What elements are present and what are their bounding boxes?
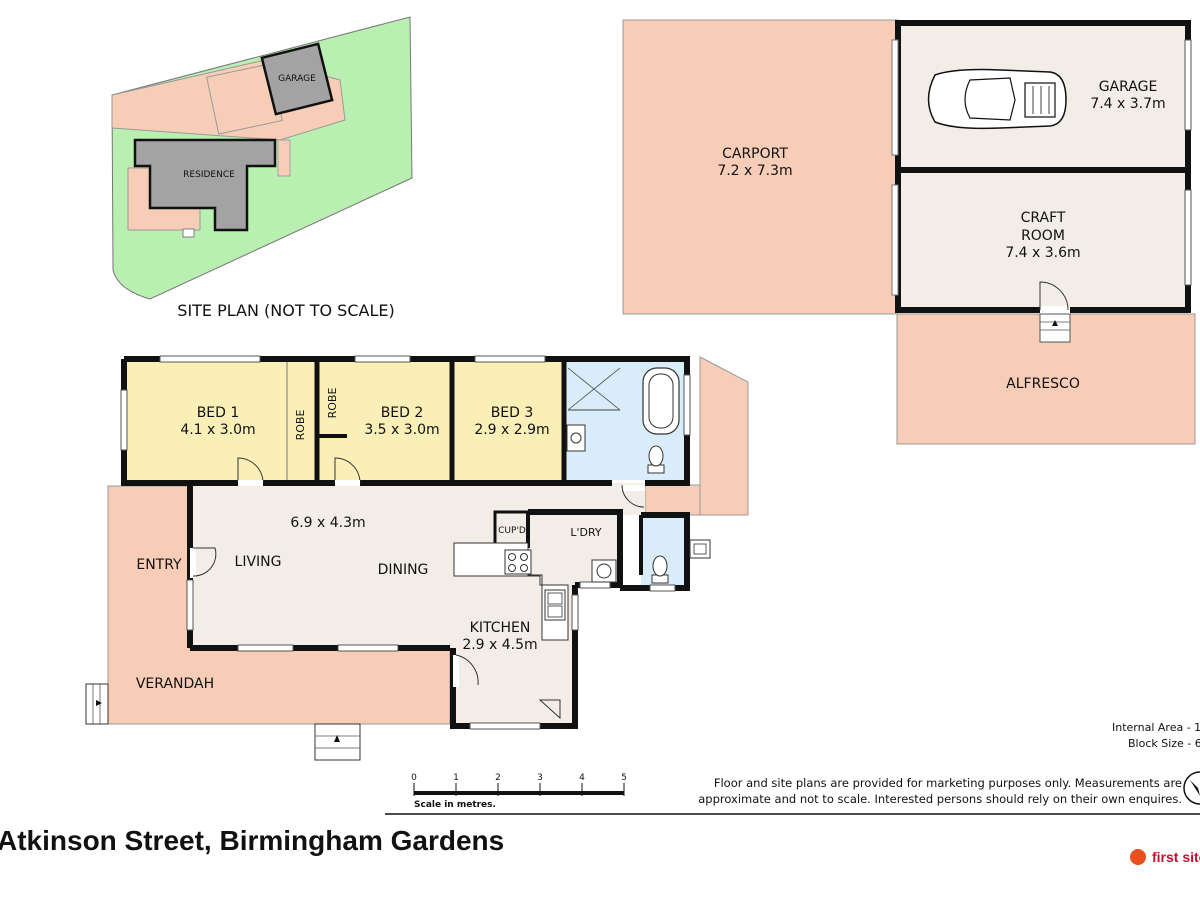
site-side-path [277,139,291,177]
living-size: 6.9 x 4.3m [290,515,365,531]
carport-name: CARPORT [722,146,788,162]
site-garage [260,42,334,116]
scale-tick-5: 5 [621,773,627,783]
craft-name-2: ROOM [1021,228,1065,244]
garage-size: 7.4 x 3.7m [1090,96,1165,112]
kitchen-size: 2.9 x 4.5m [462,637,537,653]
craft-name-1: CRAFT [1021,210,1066,226]
bed2-room [347,362,452,480]
sliding-door [337,644,399,652]
site-residence-label: RESIDENCE [183,170,235,180]
site-garage-label: GARAGE [278,74,316,84]
stove-icon [504,549,532,575]
bed2-name: BED 2 [381,405,424,421]
craft-size: 7.4 x 3.6m [1005,245,1080,261]
scale-tick-0: 0 [411,773,417,783]
side-landing [644,484,701,516]
robe1-room [287,362,317,480]
robe2-label: ROBE [326,388,339,419]
outdoor-sink-icon [689,539,711,559]
bathtub-icon [642,367,680,435]
robe2-room [317,362,347,436]
verandah-label: VERANDAH [136,676,214,692]
internal-area: Internal Area - 1 [1112,721,1200,734]
carport-size: 7.2 x 7.3m [717,163,792,179]
kitchen-name: KITCHEN [470,620,531,636]
site-residence [133,138,277,232]
brand-logo-icon [1130,849,1146,865]
house: BED 1 4.1 x 3.0m ROBE ROBE BED 2 3.5 x 3… [85,355,749,761]
living-label: LIVING [235,554,282,570]
bed3-room [452,362,564,480]
scale-caption: Scale in metres. [414,800,496,810]
side-steps [85,683,109,725]
scale-tick-3: 3 [537,773,543,783]
compass-icon [1183,771,1200,805]
cupd-label: CUP'D [498,526,526,536]
laundry-label: L'DRY [570,526,602,539]
site-plan-title: SITE PLAN (NOT TO SCALE) [177,301,394,320]
site-plan: GARAGE RESIDENCE SITE PLAN (NOT TO SCALE… [111,16,413,320]
wc-toilet-icon [651,555,669,584]
basin-icon [566,424,586,452]
alfresco-label: ALFRESCO [1006,376,1080,392]
laundry-tub-icon [591,559,617,583]
car-icon [927,68,1067,130]
disclaimer-line2: approximate and not to scale. Interested… [698,792,1182,806]
outbuildings: CARPORT 7.2 x 7.3m GARAGE 7.4 x 3.7m CRA… [622,19,1196,445]
craft-room [898,172,1188,310]
bed3-size: 2.9 x 2.9m [474,422,549,438]
sink-icon [544,589,566,621]
pantry-door [538,699,561,720]
scale-tick-1: 1 [453,773,459,783]
disclaimer-line1: Floor and site plans are provided for ma… [714,776,1182,790]
front-steps [314,723,361,761]
bed2-lower [317,436,347,480]
brand-name: first site i [1152,849,1200,865]
property-address: Atkinson Street, Birmingham Gardens [0,825,504,856]
scale-tick-4: 4 [579,773,585,783]
carport-area [622,19,899,315]
alfresco-step [1039,313,1071,343]
craft-door-side [891,184,899,296]
site-steps [182,228,195,238]
toilet-icon [647,445,665,474]
entry-label: ENTRY [136,557,182,573]
garage-door [891,39,899,156]
block-size: Block Size - 6 [1128,737,1200,750]
garage-name: GARAGE [1099,79,1158,95]
dining-label: DINING [378,562,429,578]
scale-bar: 0 1 2 3 4 5 Scale in metres. [411,773,627,810]
robe1-label: ROBE [294,410,307,441]
bed1-room [127,362,287,480]
bed1-size: 4.1 x 3.0m [180,422,255,438]
bed2-size: 3.5 x 3.0m [364,422,439,438]
bed1-name: BED 1 [197,405,240,421]
scale-tick-2: 2 [495,773,501,783]
side-deck [699,356,749,516]
shower-icon [567,367,621,411]
bed3-name: BED 3 [491,405,534,421]
